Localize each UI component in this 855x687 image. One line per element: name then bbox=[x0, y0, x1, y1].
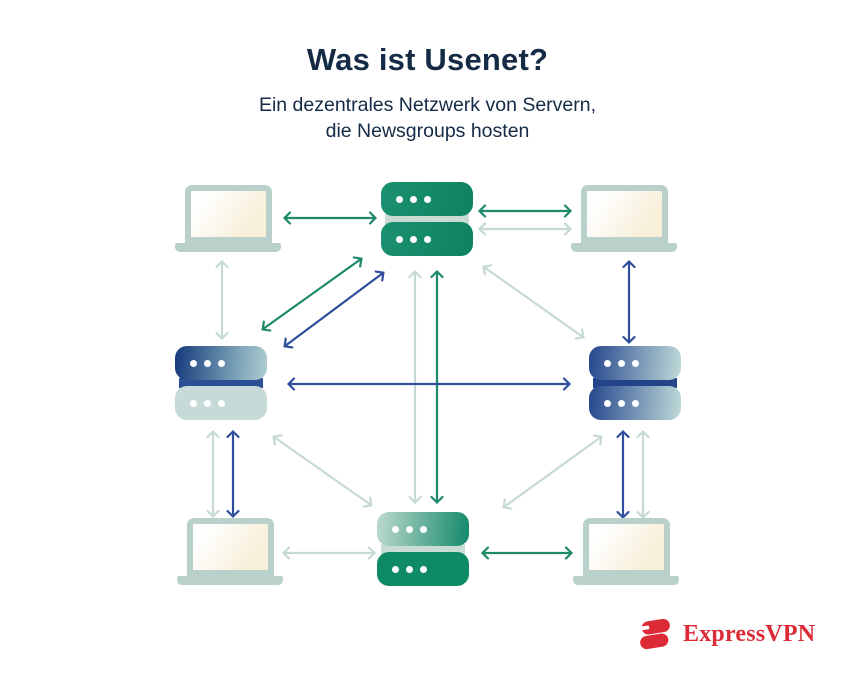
client-laptop-bottom-left bbox=[177, 518, 283, 585]
link-server-left__server-bottom bbox=[272, 434, 373, 508]
server-bottom bbox=[377, 512, 469, 586]
server-drive-lights bbox=[190, 359, 225, 367]
subtitle-line-1: Ein dezentrales Netzwerk von Servern, bbox=[258, 94, 597, 116]
laptop-screen bbox=[184, 185, 272, 243]
expressvpn-wordmark: ExpressVPN bbox=[683, 620, 816, 647]
client-laptop-top-right bbox=[571, 185, 677, 252]
server-drive-lights bbox=[604, 359, 639, 367]
link-server-bottom__server-right bbox=[502, 434, 603, 510]
laptop-screen bbox=[580, 185, 668, 243]
server-drive-lights bbox=[190, 399, 225, 407]
server-drive-lights bbox=[396, 235, 431, 243]
link-server-top__server-right bbox=[482, 264, 585, 340]
server-right bbox=[589, 346, 681, 420]
link-server-left__server-top-b bbox=[283, 270, 385, 349]
subtitle: Ein dezentrales Netzwerk von Servern, di… bbox=[0, 92, 855, 144]
link-server-left__server-top-a bbox=[261, 256, 363, 332]
laptop-screen bbox=[582, 518, 670, 576]
expressvpn-logo: ExpressVPN bbox=[636, 617, 815, 651]
server-top bbox=[381, 182, 473, 256]
server-drive-lights bbox=[392, 565, 427, 573]
client-laptop-bottom-right bbox=[573, 518, 679, 585]
expressvpn-icon bbox=[636, 618, 670, 650]
server-left bbox=[175, 346, 267, 420]
laptop-screen bbox=[186, 518, 274, 576]
page-title: Was ist Usenet? bbox=[306, 42, 549, 77]
header: Was ist Usenet? Ein dezentrales Netzwerk… bbox=[0, 0, 855, 144]
subtitle-line-2: die Newsgroups hosten bbox=[325, 120, 530, 142]
server-drive-lights bbox=[392, 525, 427, 533]
server-drive-lights bbox=[396, 195, 431, 203]
server-drive-lights bbox=[604, 399, 639, 407]
client-laptop-top-left bbox=[175, 185, 281, 252]
